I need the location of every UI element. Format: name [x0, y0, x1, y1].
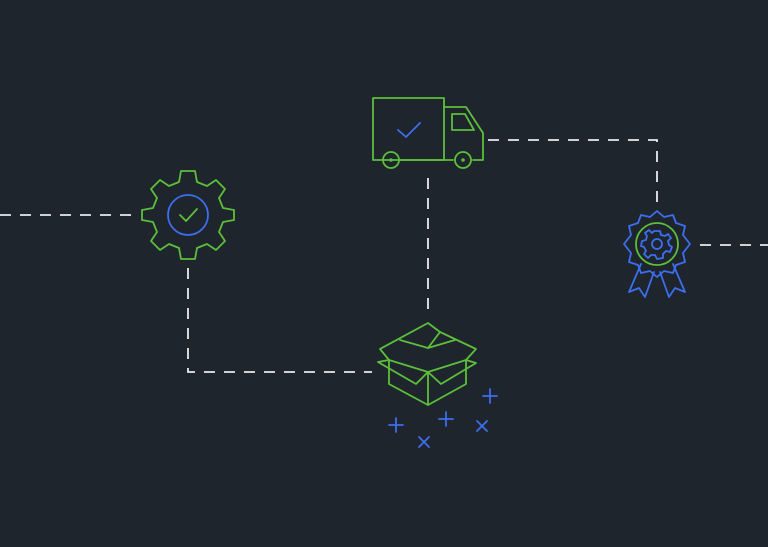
- truck-front-hub: [461, 158, 465, 162]
- rosette-outline: [623, 210, 691, 278]
- plus-sparkle-icon: [388, 417, 404, 433]
- box-left-flap: [379, 322, 441, 361]
- box-left-face: [388, 359, 429, 406]
- plus-sparkle-icon: [482, 388, 498, 404]
- gear-check-icon: [141, 170, 235, 260]
- truck-rear-wheel: [382, 151, 400, 169]
- truck-rear-hub: [389, 158, 393, 162]
- box-front-flap: [377, 359, 429, 385]
- box-front-flap-right: [427, 359, 477, 385]
- gear-outline: [141, 170, 235, 260]
- cross-sparkle-icon: [476, 420, 488, 432]
- connector-gear-to-box: [187, 268, 372, 373]
- cross-sparkle-icon: [418, 436, 430, 448]
- plus-sparkle-icon: [438, 411, 454, 427]
- ribbon-left-tail: [628, 263, 655, 298]
- truck-check-mark: [397, 122, 421, 138]
- box-back-edge: [399, 339, 456, 349]
- delivery-truck-check-icon: [372, 97, 484, 169]
- truck-cargo: [372, 97, 445, 161]
- check-mark: [179, 208, 198, 222]
- truck-cab: [443, 106, 484, 161]
- box-right-flap: [427, 331, 477, 361]
- open-box-icon: [377, 322, 477, 406]
- connector-truck-to-badge: [488, 139, 658, 208]
- ribbon-right-tail: [659, 263, 686, 298]
- truck-window: [451, 113, 475, 131]
- gear-inner-circle: [167, 194, 209, 236]
- sparkles: [388, 388, 498, 448]
- small-gear-hub: [651, 238, 663, 250]
- award-ribbon-gear-icon: [623, 210, 691, 298]
- box-front-edge: [388, 359, 467, 373]
- small-gear-outline: [640, 229, 673, 260]
- truck-front-wheel: [454, 151, 472, 169]
- connectors: [0, 139, 768, 373]
- rosette-green-ring: [635, 222, 679, 266]
